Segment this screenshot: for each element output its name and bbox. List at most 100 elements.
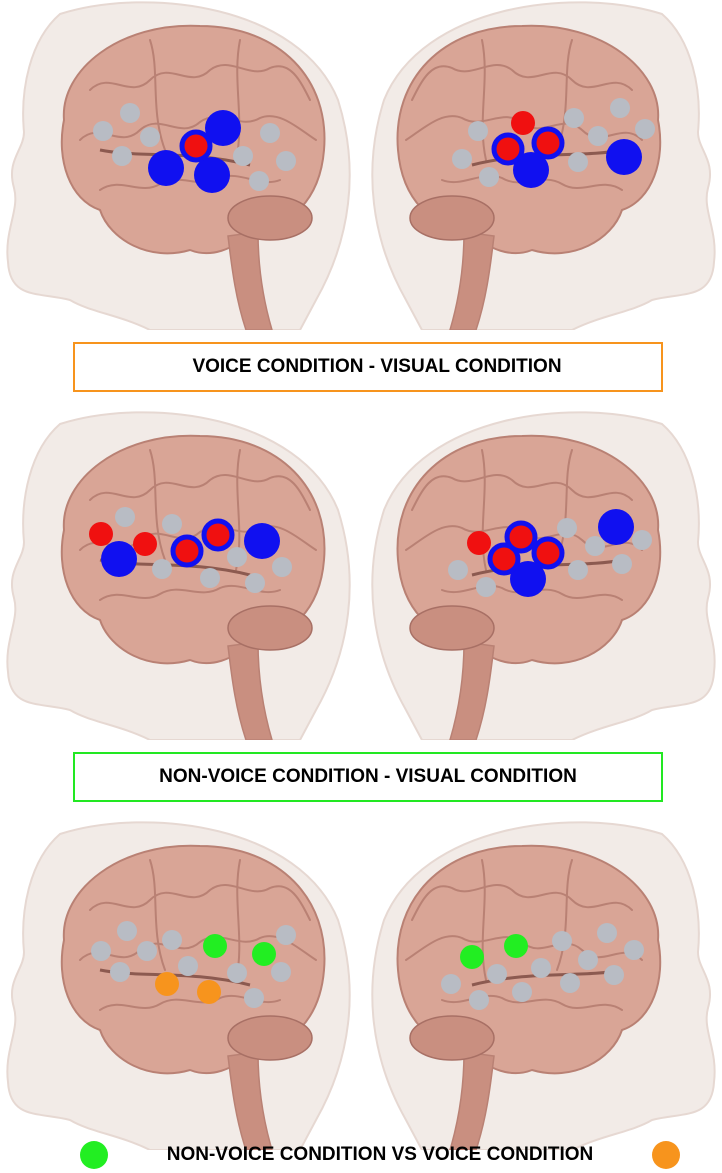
inactive-channel-dot <box>271 962 291 982</box>
orange-dot-icon <box>652 1141 680 1169</box>
voice-significant-channel-dot <box>101 541 137 577</box>
combined-channel-dot <box>534 129 562 157</box>
inactive-channel-dot <box>568 152 588 172</box>
red-channel-dot <box>467 531 491 555</box>
inactive-channel-dot <box>110 962 130 982</box>
voice-left-panel <box>0 0 360 330</box>
inactive-channel-dot <box>152 559 172 579</box>
inactive-channel-dot <box>227 547 247 567</box>
inactive-channel-dot <box>624 940 644 960</box>
combined-channel-dot <box>173 537 201 565</box>
voice-left-brain-figure <box>0 0 360 330</box>
inactive-channel-dot <box>564 108 584 128</box>
nonvoice-greater-channel-dot <box>504 934 528 958</box>
inactive-channel-dot <box>552 931 572 951</box>
inactive-channel-dot <box>260 123 280 143</box>
inactive-channel-dot <box>568 560 588 580</box>
cerebellum-icon <box>228 606 312 650</box>
contrast-right-brain-figure <box>362 820 722 1150</box>
nonvoice-left-panel <box>0 410 360 740</box>
inactive-channel-dot <box>632 530 652 550</box>
inactive-channel-dot <box>117 921 137 941</box>
contrast-left-brain-figure <box>0 820 360 1150</box>
inactive-channel-dot <box>452 149 472 169</box>
inactive-channel-dot <box>120 103 140 123</box>
inactive-channel-dot <box>272 557 292 577</box>
nonvoice-greater-channel-dot <box>203 934 227 958</box>
inactive-channel-dot <box>604 965 624 985</box>
voice-significant-channel-dot <box>148 150 184 186</box>
red-channel-dot <box>89 522 113 546</box>
inactive-channel-dot <box>93 121 113 141</box>
voice-significant-channel-dot <box>194 157 230 193</box>
combined-channel-dot <box>494 135 522 163</box>
inactive-channel-dot <box>115 507 135 527</box>
inactive-channel-dot <box>487 964 507 984</box>
inactive-channel-dot <box>578 950 598 970</box>
contrast-left-panel <box>0 820 360 1150</box>
inactive-channel-dot <box>227 963 247 983</box>
inactive-channel-dot <box>441 974 461 994</box>
combined-channel-dot <box>507 523 535 551</box>
red-channel-dot <box>133 532 157 556</box>
inactive-channel-dot <box>448 560 468 580</box>
inactive-channel-dot <box>588 126 608 146</box>
inactive-channel-dot <box>91 941 111 961</box>
nonvoice-minus-visual-text: NON-VOICE CONDITION - VISUAL CONDITION <box>159 766 577 788</box>
voice-greater-channel-dot <box>197 980 221 1004</box>
inactive-channel-dot <box>112 146 132 166</box>
inactive-channel-dot <box>531 958 551 978</box>
inactive-channel-dot <box>140 127 160 147</box>
voice-significant-channel-dot <box>244 523 280 559</box>
inactive-channel-dot <box>276 925 296 945</box>
cerebellum-icon <box>410 606 494 650</box>
inactive-channel-dot <box>479 167 499 187</box>
nonvoice-minus-visual-label: NON-VOICE CONDITION - VISUAL CONDITION <box>73 752 663 802</box>
inactive-channel-dot <box>137 941 157 961</box>
inactive-channel-dot <box>585 536 605 556</box>
inactive-channel-dot <box>245 573 265 593</box>
inactive-channel-dot <box>276 151 296 171</box>
cerebellum-icon <box>228 1016 312 1060</box>
inactive-channel-dot <box>512 982 532 1002</box>
inactive-channel-dot <box>476 577 496 597</box>
inactive-channel-dot <box>557 518 577 538</box>
inactive-channel-dot <box>244 988 264 1008</box>
green-dot-icon <box>80 1141 108 1169</box>
nonvoice-left-brain-figure <box>0 410 360 740</box>
inactive-channel-dot <box>178 956 198 976</box>
voice-significant-channel-dot <box>606 139 642 175</box>
contrast-right-panel <box>362 820 722 1150</box>
inactive-channel-dot <box>249 171 269 191</box>
combined-channel-dot <box>534 539 562 567</box>
legend: NON-VOICE CONDITION VS VOICE CONDITION <box>80 1140 680 1170</box>
combined-channel-dot <box>182 132 210 160</box>
nonvoice-right-brain-figure <box>362 410 722 740</box>
inactive-channel-dot <box>200 568 220 588</box>
inactive-channel-dot <box>469 990 489 1010</box>
cerebellum-icon <box>228 196 312 240</box>
inactive-channel-dot <box>233 146 253 166</box>
inactive-channel-dot <box>162 514 182 534</box>
inactive-channel-dot <box>468 121 488 141</box>
inactive-channel-dot <box>597 923 617 943</box>
voice-right-brain-figure <box>362 0 722 330</box>
cerebellum-icon <box>410 1016 494 1060</box>
voice-significant-channel-dot <box>598 509 634 545</box>
combined-channel-dot <box>204 521 232 549</box>
voice-minus-visual-label: VOICE CONDITION - VISUAL CONDITION <box>73 342 663 392</box>
red-channel-dot <box>511 111 535 135</box>
voice-right-panel <box>362 0 722 330</box>
voice-minus-visual-text: VOICE CONDITION - VISUAL CONDITION <box>192 356 561 378</box>
nonvoice-greater-channel-dot <box>252 942 276 966</box>
voice-greater-channel-dot <box>155 972 179 996</box>
cerebellum-icon <box>410 196 494 240</box>
nonvoice-right-panel <box>362 410 722 740</box>
inactive-channel-dot <box>612 554 632 574</box>
inactive-channel-dot <box>610 98 630 118</box>
nonvoice-greater-channel-dot <box>460 945 484 969</box>
inactive-channel-dot <box>635 119 655 139</box>
legend-text: NON-VOICE CONDITION VS VOICE CONDITION <box>167 1144 593 1166</box>
inactive-channel-dot <box>560 973 580 993</box>
inactive-channel-dot <box>162 930 182 950</box>
